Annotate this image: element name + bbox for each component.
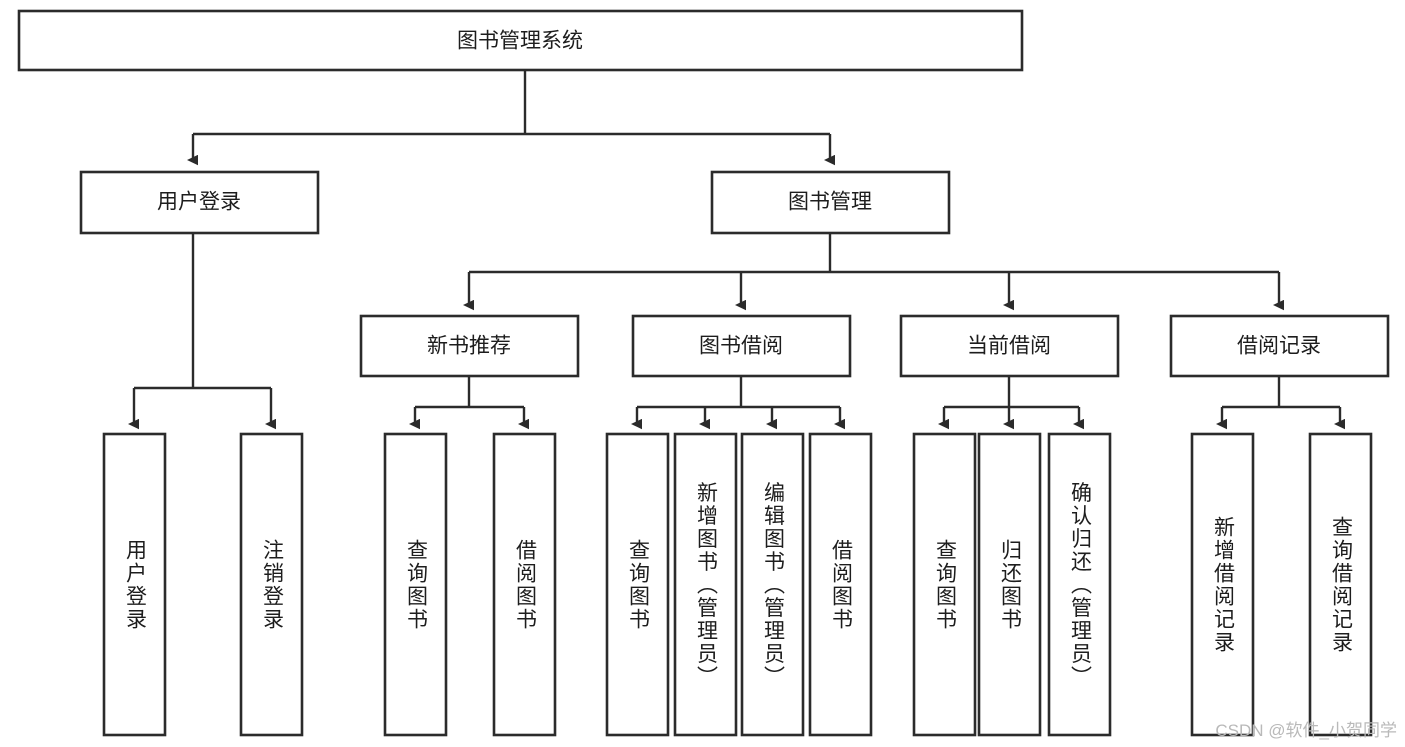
node-book-borrow[interactable]: 图书借阅: [631, 314, 852, 378]
node-leaf-confirm-return-admin[interactable]: 确认归还（管理员）: [1047, 432, 1112, 737]
node-leaf-query-book-recommend[interactable]: 查询图书: [383, 432, 448, 737]
node-leaf-query-book-current-label: 查询图书: [933, 539, 957, 631]
node-borrow-record-label: 借阅记录: [1237, 335, 1321, 358]
connector-bookborrow-to-leaves: [631, 376, 845, 430]
node-borrow-record[interactable]: 借阅记录: [1169, 314, 1390, 378]
connector-borrowrecord-to-leaves: [1216, 376, 1345, 430]
connector-bookmgmt-to-level3: [463, 233, 1284, 311]
node-leaf-borrow-book-label: 借阅图书: [829, 539, 853, 631]
node-book-borrow-label: 图书借阅: [699, 335, 783, 358]
node-leaf-query-book-recommend-label: 查询图书: [404, 539, 428, 631]
connector-newbook-to-leaves: [409, 376, 529, 430]
node-leaf-query-book-current[interactable]: 查询图书: [912, 432, 977, 737]
node-leaf-add-book-admin[interactable]: 新增图书（管理员）: [673, 432, 738, 737]
node-leaf-logout-label: 注销登录: [260, 539, 284, 631]
node-current-borrow-label: 当前借阅: [967, 335, 1051, 358]
node-book-management[interactable]: 图书管理: [710, 170, 951, 235]
node-root-system[interactable]: 图书管理系统: [17, 9, 1024, 72]
node-leaf-query-borrow-record-label: 查询借阅记录: [1329, 516, 1353, 654]
node-leaf-return-book-label: 归还图书: [998, 539, 1022, 631]
node-current-borrow[interactable]: 当前借阅: [899, 314, 1120, 378]
node-leaf-logout[interactable]: 注销登录: [239, 432, 304, 737]
connector-root-to-level2: [187, 70, 835, 166]
node-new-book-recommend-label: 新书推荐: [427, 335, 511, 358]
node-leaf-edit-book-admin[interactable]: 编辑图书（管理员）: [740, 432, 805, 737]
node-root-label: 图书管理系统: [457, 30, 583, 53]
node-leaf-query-book-borrow[interactable]: 查询图书: [605, 432, 670, 737]
node-leaf-add-borrow-record-label: 新增借阅记录: [1211, 516, 1235, 654]
node-leaf-borrow-book-recommend-label: 借阅图书: [513, 539, 537, 631]
node-leaf-user-login[interactable]: 用户登录: [102, 432, 167, 737]
node-leaf-borrow-book[interactable]: 借阅图书: [808, 432, 873, 737]
node-user-login-label: 用户登录: [157, 191, 241, 214]
node-leaf-add-book-admin-label: 新增图书（管理员）: [694, 482, 718, 689]
node-leaf-return-book[interactable]: 归还图书: [977, 432, 1042, 737]
connector-userlogin-to-leaves: [128, 233, 276, 430]
node-leaf-add-borrow-record[interactable]: 新增借阅记录: [1190, 432, 1255, 737]
node-leaf-user-login-label: 用户登录: [123, 539, 147, 631]
node-book-management-label: 图书管理: [788, 191, 872, 214]
node-user-login[interactable]: 用户登录: [79, 170, 320, 235]
node-leaf-query-book-borrow-label: 查询图书: [626, 539, 650, 631]
connector-currentborrow-to-leaves: [938, 376, 1084, 430]
node-leaf-confirm-return-admin-label: 确认归还（管理员）: [1068, 482, 1092, 689]
node-leaf-borrow-book-recommend[interactable]: 借阅图书: [492, 432, 557, 737]
node-new-book-recommend[interactable]: 新书推荐: [359, 314, 580, 378]
node-leaf-query-borrow-record[interactable]: 查询借阅记录: [1308, 432, 1373, 737]
node-leaf-edit-book-admin-label: 编辑图书（管理员）: [761, 482, 785, 689]
csdn-watermark: CSDN @软件_小贺同学: [1215, 721, 1397, 740]
